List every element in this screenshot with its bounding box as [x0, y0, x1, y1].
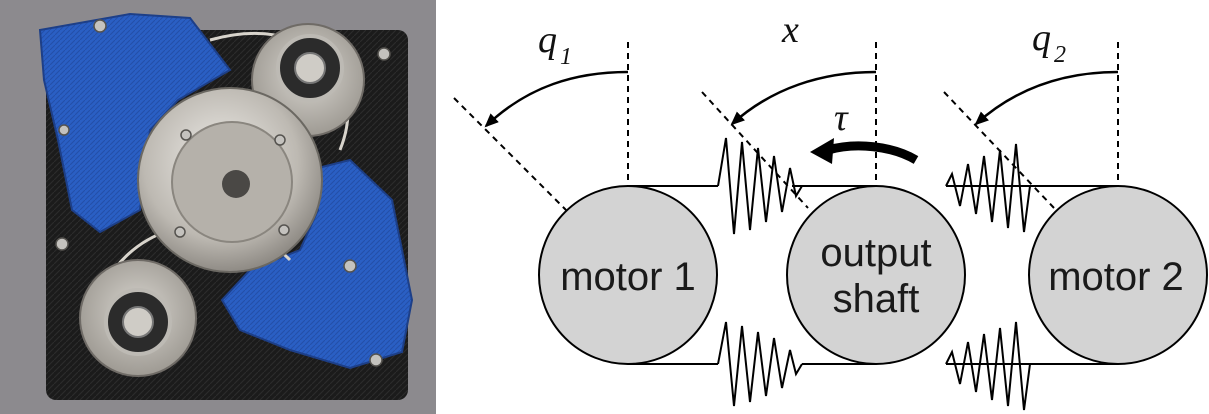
output-shaft-pulley: [786, 185, 966, 365]
motor-2-label: motor 2: [1048, 255, 1184, 299]
spring-bottom-right: [945, 321, 1031, 411]
mechanism-photo: [0, 0, 436, 414]
x-angle-arrow: [730, 70, 877, 126]
tau-symbol: τ: [834, 97, 849, 139]
antagonistic-actuator-diagram: q 1 x q 2 τ motor 1 output shaft motor 2: [453, 9, 1208, 411]
q2-symbol: q: [1032, 17, 1051, 59]
spring-top-right: [945, 143, 1031, 233]
motor-1-label: motor 1: [560, 255, 696, 299]
q2-angle-arrow: [974, 70, 1119, 126]
bottom-bearing-center: [122, 306, 154, 338]
spring-top-left: [717, 137, 803, 235]
q1-subscript: 1: [560, 44, 572, 70]
torque-arrow: [826, 141, 919, 164]
angle-lines: [453, 91, 1055, 211]
torque-arrowhead: [810, 138, 834, 164]
spring-bottom-left: [717, 321, 803, 407]
q2-subscript: 2: [1054, 42, 1066, 68]
q1-angle-arrow: [484, 70, 629, 128]
q1-symbol: q: [538, 19, 557, 61]
reference-lines: [627, 42, 1119, 186]
blue-bracket-bottom-right: [220, 158, 414, 370]
output-shaft-label-line1: output: [820, 231, 931, 275]
output-flange-hub: [222, 170, 250, 198]
output-shaft-label-line2: shaft: [833, 277, 920, 321]
top-bearing-center: [294, 52, 326, 84]
screws: [55, 19, 391, 367]
x-symbol: x: [781, 9, 799, 51]
